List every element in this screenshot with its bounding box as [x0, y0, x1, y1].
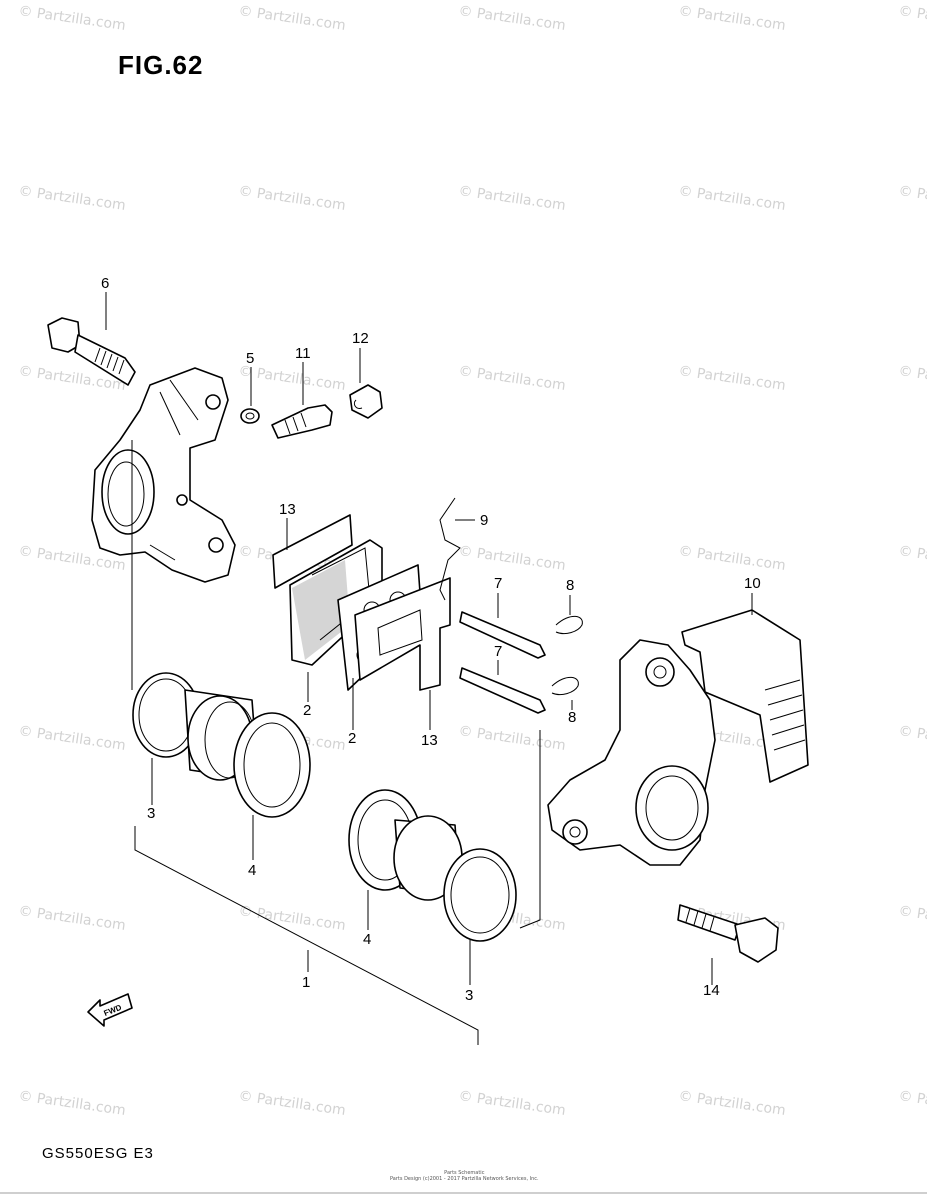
- watermark-text: © Partzilla.com: [457, 723, 566, 754]
- footer-credit: Parts Schematic Parts Design (c)2001 - 2…: [390, 1170, 539, 1182]
- watermark-text: © Partzilla.com: [677, 1088, 786, 1119]
- watermark-layer: © Partzilla.com © Partzilla.com © Partzill…: [17, 3, 927, 1119]
- callout-3-right: 3: [465, 987, 473, 1004]
- callout-13-bottom: 13: [421, 732, 438, 749]
- watermark-text: © Partzilla.com: [17, 3, 126, 34]
- watermark-text: © Partzilla.com: [237, 183, 346, 214]
- figure-title: FIG.62: [118, 50, 204, 80]
- watermark-text: © Partzilla.com: [897, 1088, 927, 1119]
- callout-4-left: 4: [248, 862, 256, 879]
- watermark-text: © Partzilla.com: [17, 723, 126, 754]
- watermark-text: © Partzilla.com: [677, 363, 786, 394]
- footer-line-1: Parts Schematic: [444, 1170, 485, 1176]
- watermark-text: © Partzilla.com: [677, 3, 786, 34]
- callout-6: 6: [101, 275, 109, 292]
- caliper-cover-10[interactable]: [681, 609, 809, 783]
- watermark-text: © Partzilla.com: [897, 363, 927, 394]
- callout-3-left: 3: [147, 805, 155, 822]
- piston-seal-3-right[interactable]: [443, 848, 517, 942]
- watermark-text: © Partzilla.com: [897, 3, 927, 34]
- callout-8-lower: 8: [568, 709, 576, 726]
- callout-13-top: 13: [279, 501, 296, 518]
- watermark-text: © Partzilla.com: [897, 903, 927, 934]
- model-code: GS550ESG E3: [42, 1145, 154, 1162]
- watermark-text: © Partzilla.com: [237, 903, 346, 934]
- watermark-text: © Partzilla.com: [677, 543, 786, 574]
- callout-labels: 6 5 11 12 13 9 7 7 8 8 10 2 2 13 3 4 4 3…: [101, 275, 761, 1004]
- watermark-text: © Partzilla.com: [237, 1088, 346, 1119]
- watermark-text: © Partzilla.com: [17, 903, 126, 934]
- watermark-text: © Partzilla.com: [237, 363, 346, 394]
- watermark-text: © Partzilla.com: [17, 183, 126, 214]
- watermark-text: © Partzilla.com: [457, 543, 566, 574]
- caliper-bolt-6[interactable]: [47, 317, 136, 386]
- callout-2-right: 2: [348, 730, 356, 747]
- callout-5: 5: [246, 350, 254, 367]
- watermark-text: © Partzilla.com: [897, 543, 927, 574]
- bleeder-cap-12[interactable]: [349, 384, 383, 419]
- callout-1: 1: [302, 974, 310, 991]
- pad-shim-13-left[interactable]: [272, 514, 353, 589]
- callout-4-right: 4: [363, 931, 371, 948]
- fwd-arrow-icon: FWD: [87, 993, 133, 1027]
- bleeder-valve-11[interactable]: [271, 404, 333, 439]
- watermark-text: © Partzilla.com: [457, 1088, 566, 1119]
- watermark-text: © Partzilla.com: [897, 723, 927, 754]
- footer-line-2: Parts Design (c)2001 - 2017 Partzilla Ne…: [390, 1176, 539, 1182]
- watermark-text: © Partzilla.com: [237, 3, 346, 34]
- callout-8-upper: 8: [566, 577, 574, 594]
- pad-pin-7-upper[interactable]: [459, 611, 546, 659]
- leader-lines: [105, 292, 753, 1045]
- watermark-text: © Partzilla.com: [677, 183, 786, 214]
- callout-11: 11: [295, 345, 311, 362]
- callout-10: 10: [744, 575, 761, 592]
- dust-seal-4-left[interactable]: [233, 712, 311, 818]
- watermark-text: © Partzilla.com: [457, 3, 566, 34]
- watermark-text: © Partzilla.com: [17, 1088, 126, 1119]
- pad-spring-9[interactable]: [439, 497, 461, 601]
- watermark-text: © Partzilla.com: [457, 363, 566, 394]
- pin-clip-8-lower[interactable]: [551, 676, 579, 696]
- callout-14: 14: [703, 982, 720, 999]
- watermark-text: © Partzilla.com: [897, 183, 927, 214]
- callout-12: 12: [352, 330, 369, 347]
- caliper-outer-half[interactable]: [547, 639, 716, 866]
- callout-2-left: 2: [303, 702, 311, 719]
- pad-shim-13-right[interactable]: [354, 577, 451, 691]
- callout-9: 9: [480, 512, 488, 529]
- page-bottom-rule: [0, 1192, 927, 1194]
- caliper-bolt-14[interactable]: [677, 904, 779, 963]
- caliper-inner-half[interactable]: [91, 367, 236, 583]
- pad-pin-7-lower[interactable]: [459, 667, 546, 714]
- washer-5[interactable]: [240, 408, 260, 424]
- pin-clip-8-upper[interactable]: [555, 615, 583, 635]
- callout-7-lower: 7: [494, 643, 502, 660]
- callout-7-upper: 7: [494, 575, 502, 592]
- piston-right[interactable]: [393, 815, 463, 901]
- watermark-text: © Partzilla.com: [457, 183, 566, 214]
